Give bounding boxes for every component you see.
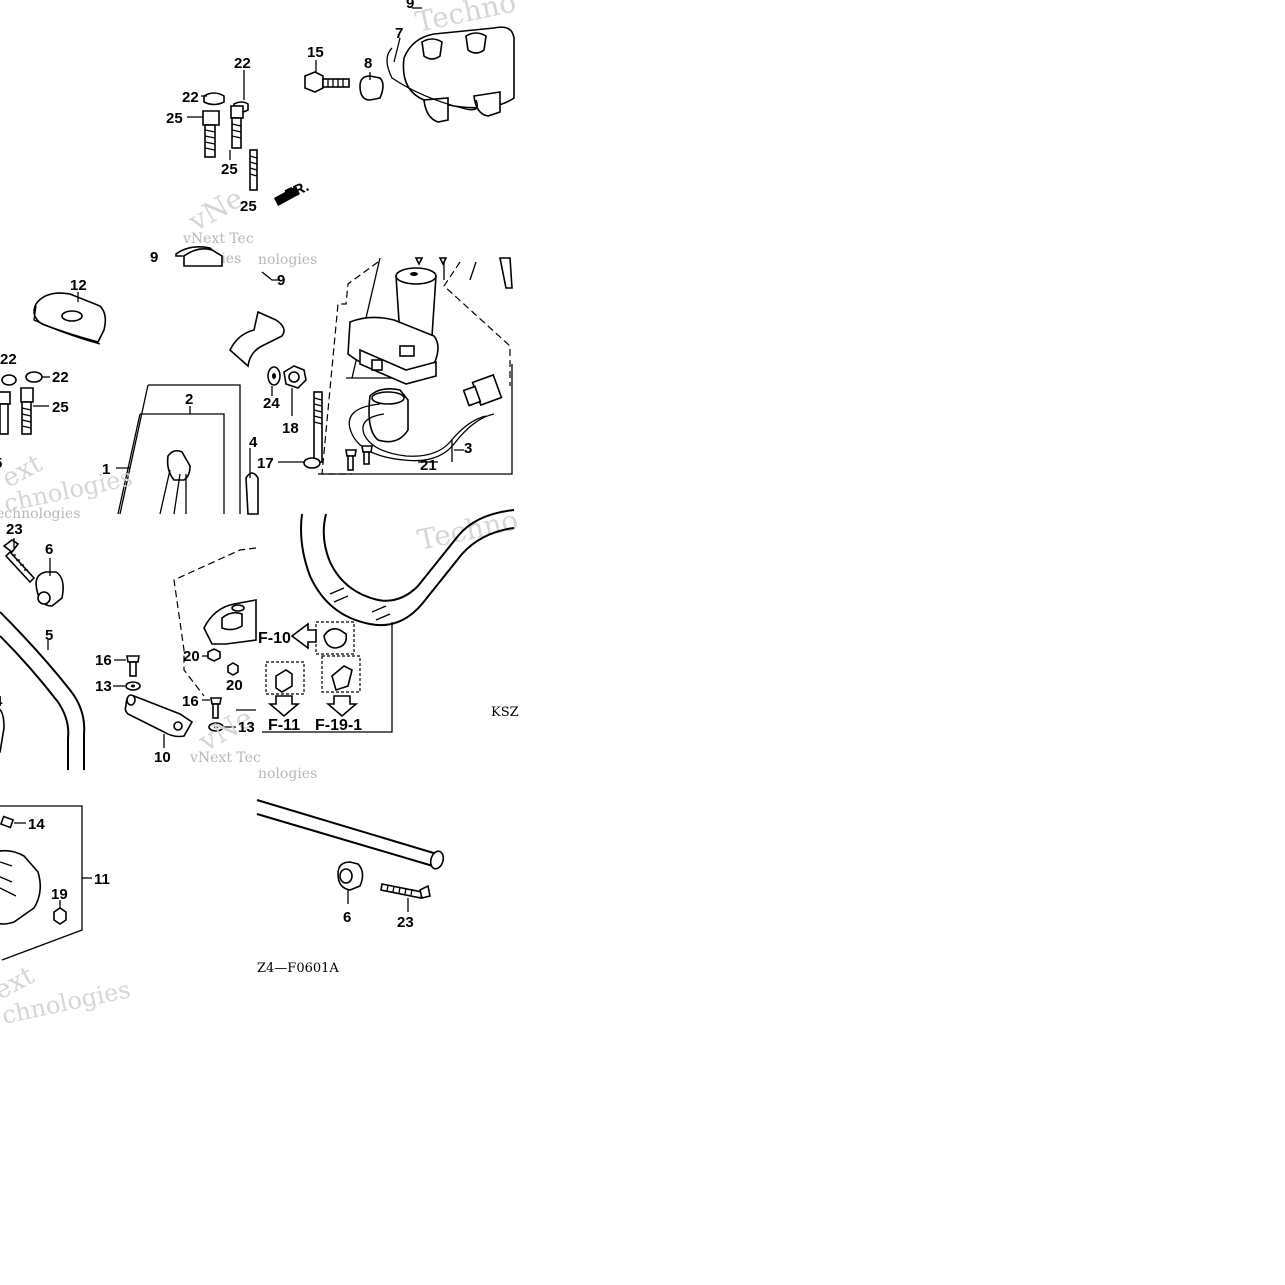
tile-h — [256, 799, 445, 912]
watermark-text: nologies — [258, 766, 317, 782]
callout-25: 25 — [166, 110, 183, 127]
callout-23: 23 — [6, 521, 23, 538]
callout-3: 3 — [464, 440, 472, 457]
ref-f-11: F-11 — [268, 717, 300, 734]
callout-10: 10 — [154, 749, 171, 766]
callout-15: 15 — [307, 44, 324, 61]
callout-4: 4 — [249, 434, 258, 451]
tile-e: vNext Tec vNe — [0, 538, 261, 770]
callout-8: 8 — [364, 55, 372, 72]
callout-22: 22 — [0, 351, 17, 368]
callout-9: 9 — [406, 0, 414, 12]
watermark-text: vNext Tec — [182, 231, 254, 247]
callout-20: 20 — [183, 648, 200, 665]
callout-18: 18 — [282, 420, 299, 437]
callout-25: 25 — [221, 161, 238, 178]
callout-22: 22 — [182, 89, 199, 106]
figure-code: Z4—F0601A — [257, 961, 339, 976]
callout-22: 22 — [234, 55, 251, 72]
watermark-text: vNext Tec — [189, 750, 261, 766]
tile-c: nologies ext chnologies echnologies — [0, 248, 285, 522]
callout-4: 4 — [0, 693, 3, 710]
callout-16: 16 — [182, 693, 199, 710]
callout-2: 2 — [185, 391, 193, 408]
callout-9: 9 — [277, 272, 285, 289]
callout-21: 21 — [420, 457, 437, 474]
callout-1: 1 — [102, 461, 110, 478]
callout-6: 6 — [343, 909, 351, 926]
callout-5: 5 — [0, 455, 2, 472]
callout-19: 19 — [51, 886, 68, 903]
callout-13: 13 — [95, 678, 112, 695]
callout-20: 20 — [226, 677, 243, 694]
callout-labels: 9 7 15 8 22 22 25 25 25 FR. 9 9 12 22 22… — [0, 0, 472, 931]
callout-5: 5 — [45, 627, 53, 644]
callout-22: 22 — [52, 369, 69, 386]
callout-25: 25 — [240, 198, 257, 215]
callout-11: 11 — [94, 871, 110, 888]
ref-f-19-1: F-19-1 — [315, 717, 362, 734]
callout-9: 9 — [150, 249, 158, 266]
reference-labels: F-10 F-11 F-19-1 KSZ Z4—F0601A — [257, 630, 519, 976]
front-indicator: FR. — [283, 178, 312, 204]
tile-d: nologies — [258, 252, 513, 475]
watermark-text: vNe — [182, 181, 249, 239]
ref-f-10: F-10 — [258, 630, 291, 647]
tile-b: Techno — [304, 0, 519, 123]
watermark-text: echnologies — [0, 506, 80, 522]
callout-7: 7 — [395, 25, 403, 42]
watermark-text: nologies — [258, 252, 317, 268]
callout-23: 23 — [397, 914, 414, 931]
callout-13: 13 — [238, 719, 255, 736]
model-code: KSZ — [491, 705, 519, 720]
callout-25: 25 — [52, 399, 69, 416]
tile-g: ext chnologies — [0, 805, 133, 1030]
callout-6: 6 — [45, 541, 53, 558]
callout-16: 16 — [95, 652, 112, 669]
callout-17: 17 — [257, 455, 274, 472]
callout-12: 12 — [70, 277, 87, 294]
callout-24: 24 — [263, 395, 280, 412]
tile-f: Techno nologies — [258, 503, 521, 782]
tile-a: vNext Tec vNe — [175, 70, 300, 257]
callout-14: 14 — [28, 816, 45, 833]
